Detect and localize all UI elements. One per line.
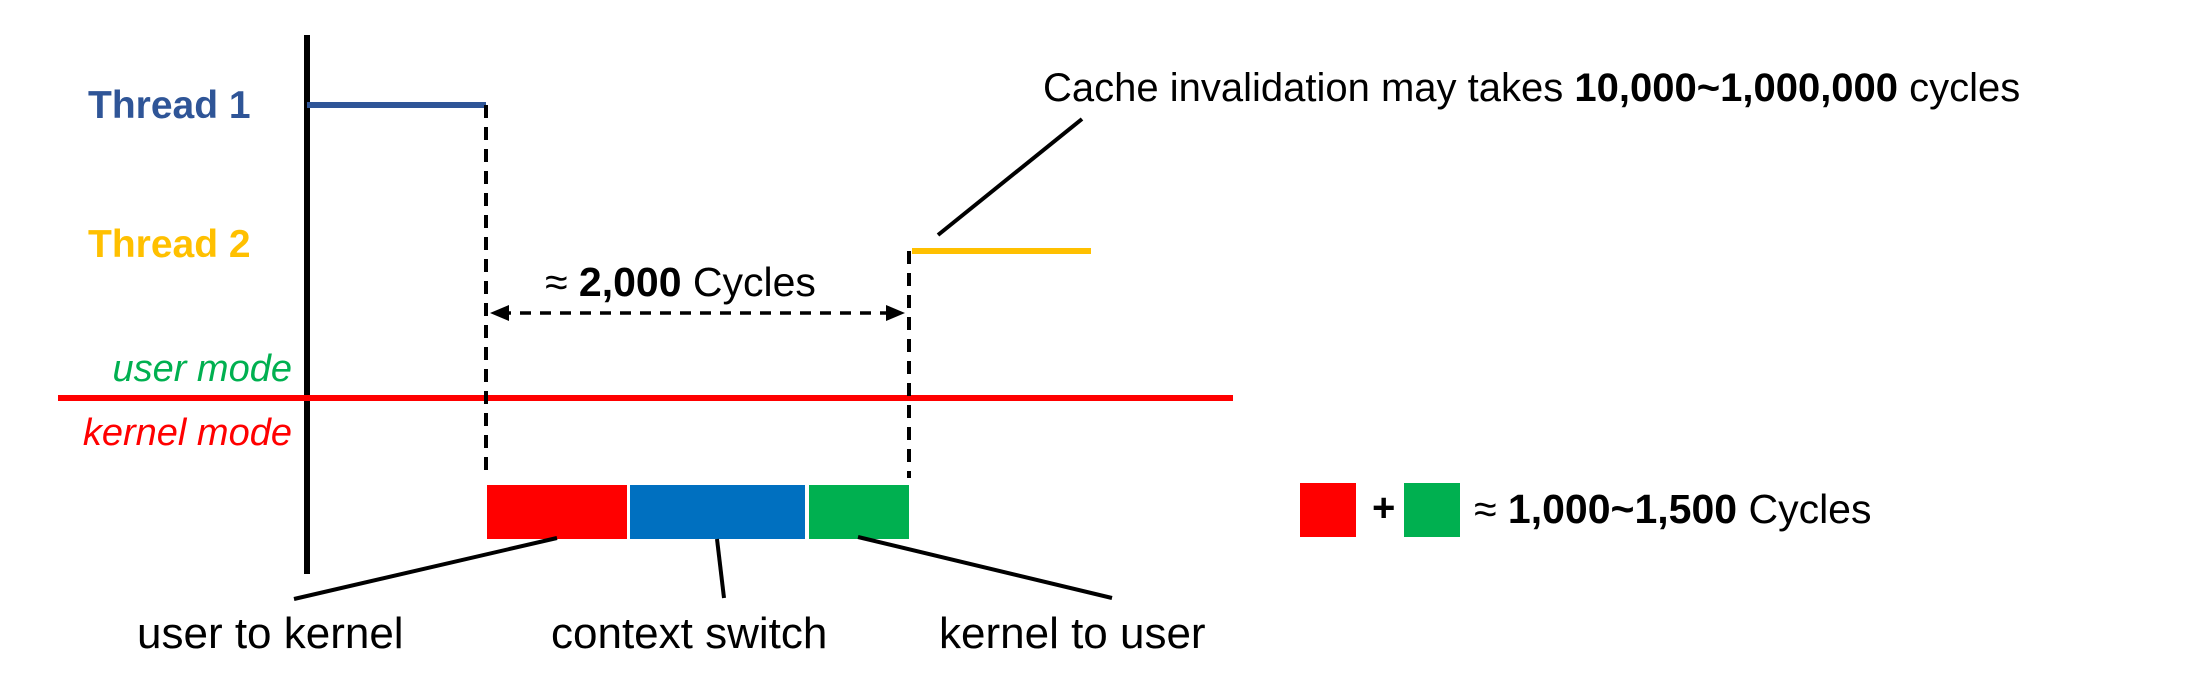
cache-note-text: Cache invalidation may takes bbox=[1043, 66, 1575, 110]
leader-context-switch bbox=[715, 538, 726, 599]
legend-green-square bbox=[1404, 483, 1460, 537]
interval-value: 2,000 bbox=[578, 259, 682, 305]
legend-red-square bbox=[1300, 483, 1356, 537]
segment-label-context-switch: context switch bbox=[551, 609, 828, 658]
arrowhead-left-icon bbox=[490, 305, 509, 321]
leader-cache-note bbox=[936, 117, 1084, 237]
cache-note-unit: cycles bbox=[1898, 66, 2021, 110]
cache-note-value: 10,000~1,000,000 bbox=[1574, 66, 1899, 110]
legend-cost-label: ≈ 1,000~1,500 Cycles bbox=[1474, 489, 1871, 530]
interval-unit: Cycles bbox=[681, 259, 816, 305]
kernel-mode-label: kernel mode bbox=[82, 412, 292, 454]
segment-label-kernel-to-user: kernel to user bbox=[939, 609, 1206, 658]
interval-label: ≈ 2,000 Cycles bbox=[545, 262, 816, 303]
legend-plus-sign: + bbox=[1372, 486, 1396, 530]
segment-context-switch bbox=[630, 485, 805, 539]
approx-symbol: ≈ bbox=[545, 259, 579, 305]
segment-label-user-to-kernel: user to kernel bbox=[137, 609, 404, 658]
thread1-label: Thread 1 bbox=[88, 84, 251, 127]
user-mode-label: user mode bbox=[112, 348, 292, 390]
legend-approx-symbol: ≈ bbox=[1474, 486, 1508, 532]
segment-kernel-to-user bbox=[809, 485, 909, 539]
thread2-label: Thread 2 bbox=[88, 223, 251, 266]
legend-value: 1,000~1,500 bbox=[1507, 486, 1738, 532]
cache-invalidation-note: Cache invalidation may takes 10,000~1,00… bbox=[1043, 68, 2020, 108]
arrowhead-right-icon bbox=[886, 305, 905, 321]
legend-unit: Cycles bbox=[1737, 486, 1872, 532]
segment-user-to-kernel bbox=[487, 485, 627, 539]
leader-kernel-to-user bbox=[857, 535, 1113, 600]
leader-user-to-kernel bbox=[293, 536, 558, 601]
